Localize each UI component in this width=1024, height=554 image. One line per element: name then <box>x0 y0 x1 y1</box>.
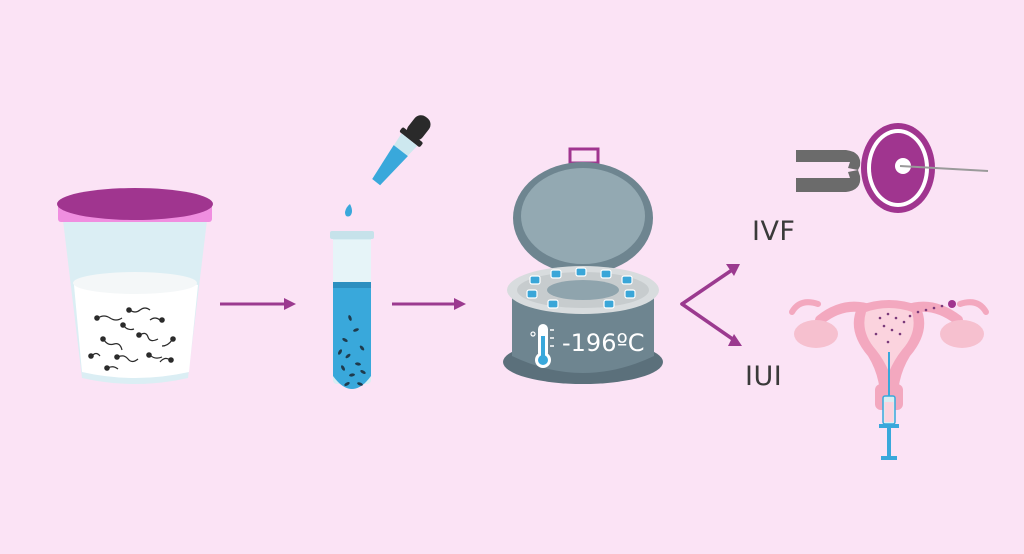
uterus-icon <box>789 299 989 410</box>
arrow-icon <box>392 298 466 310</box>
split-arrow-icon <box>680 264 742 346</box>
test-tube-icon <box>330 231 374 389</box>
sperm-cells-icon <box>874 304 944 344</box>
cryo-tank-icon <box>503 147 663 384</box>
ivf-label: IVF <box>752 216 796 247</box>
syringe-icon <box>879 352 899 460</box>
temperature-label: -196ºC <box>562 329 645 357</box>
ivf-egg-icon <box>796 123 989 213</box>
thermometer-icon <box>530 324 554 368</box>
arrow-icon <box>220 298 296 310</box>
sperm-cells-icon <box>88 307 176 371</box>
sample-canister-icon <box>526 267 636 309</box>
dropper-icon <box>345 115 431 217</box>
sample-cup-icon <box>57 188 213 384</box>
iui-label: IUI <box>745 361 783 392</box>
sperm-cells-icon <box>338 315 366 386</box>
